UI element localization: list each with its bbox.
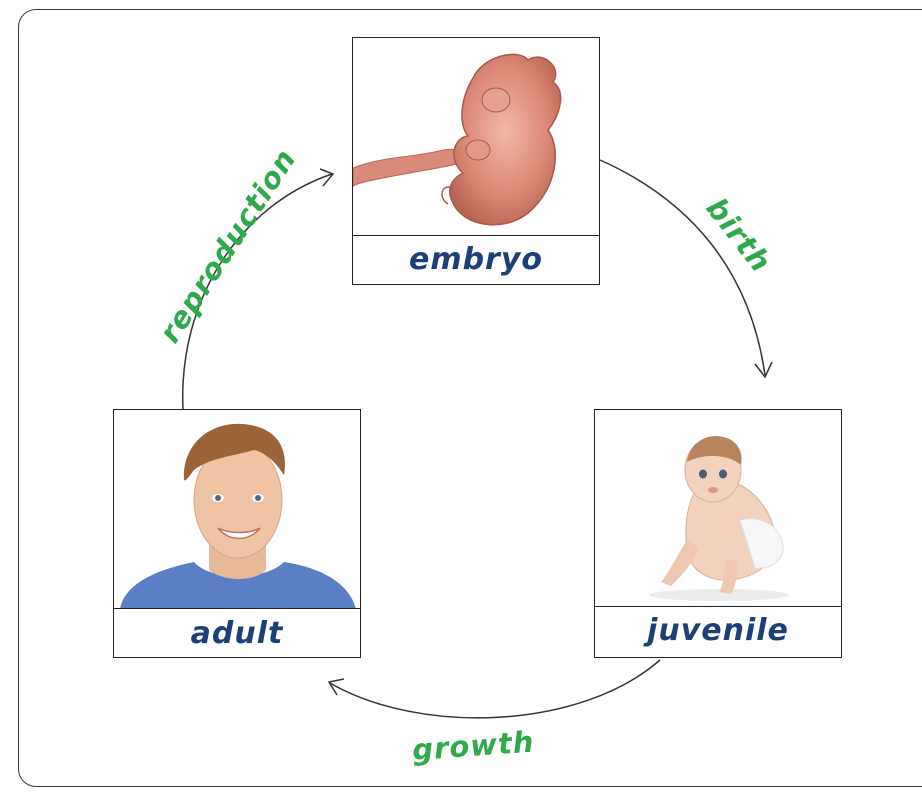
transition-label-birth: birth: [699, 191, 778, 279]
transition-label-growth: growth: [411, 725, 535, 767]
transition-label-reproduction: reproduction: [152, 142, 302, 348]
arrow-birth: [600, 160, 765, 375]
arrow-growth: [330, 660, 660, 718]
